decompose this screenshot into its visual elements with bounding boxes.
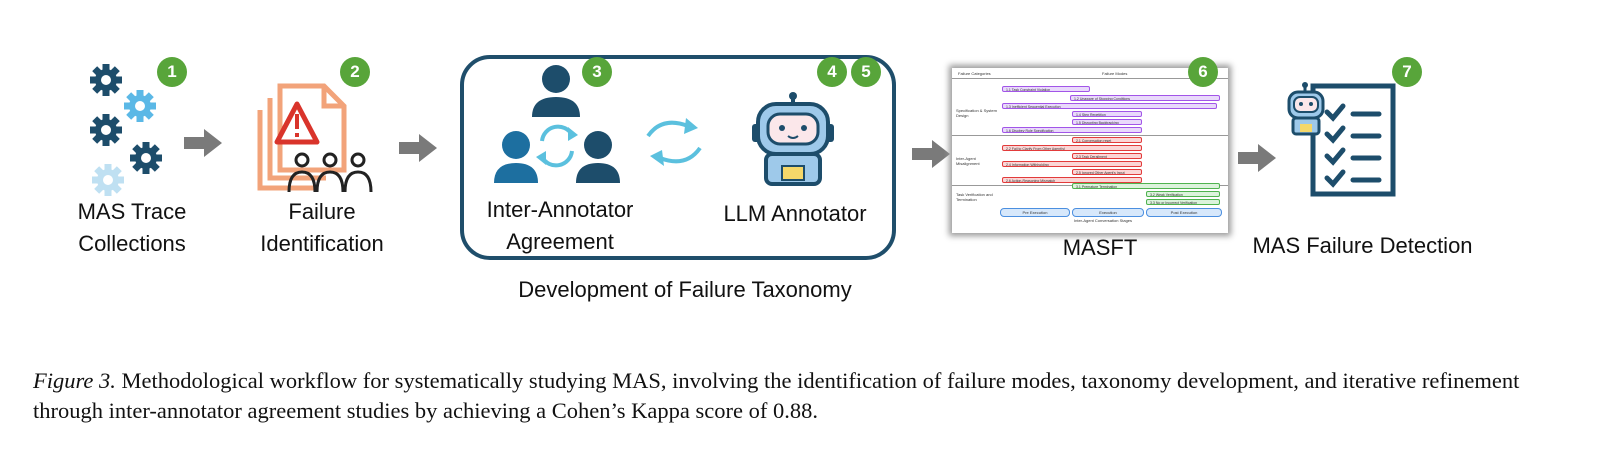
failure-documents-icon xyxy=(254,80,379,195)
stages-caption: Inter-Agent Conversation Stages xyxy=(1074,218,1133,223)
failure-mode-bar: 2.4 Information Withholding xyxy=(1002,161,1142,167)
robot-icon xyxy=(748,92,838,187)
stage-3-label: Inter-Annotator Agreement xyxy=(460,194,660,258)
checklist-robot-icon xyxy=(1285,82,1400,197)
taxonomy-header-right: Failure Modes xyxy=(1102,71,1128,76)
taxonomy-divider xyxy=(952,135,1228,136)
stage-2-label-line1: Failure xyxy=(288,199,356,224)
taxonomy-divider xyxy=(952,78,1228,79)
stage-2-label-line2: Identification xyxy=(260,231,384,256)
gears-icon xyxy=(74,58,184,198)
figure-caption: Figure 3. Methodological workflow for sy… xyxy=(33,366,1573,426)
failure-mode-bar: 3.1 Premature Termination xyxy=(1072,183,1220,189)
failure-mode-bar: 2.6 Action-Reasoning Mismatch xyxy=(1002,177,1142,183)
step-badge-5: 5 xyxy=(851,57,881,87)
annotators-group-icon xyxy=(494,63,624,188)
taxonomy-category: Task Verification and Termination xyxy=(956,192,993,202)
taxonomy-category: Specification & System Design xyxy=(956,108,997,118)
stage-3-label-line2: Agreement xyxy=(506,229,614,254)
stage-pill: Pre Execution xyxy=(1000,208,1070,217)
stage-1-label-line2: Collections xyxy=(78,231,186,256)
stage-7-label: MAS Failure Detection xyxy=(1252,233,1473,258)
failure-mode-bar: 2.1 Conversation reset xyxy=(1072,137,1142,143)
stage-pill: Execution xyxy=(1072,208,1144,217)
failure-mode-bar: 3.2 Weak Verification xyxy=(1146,191,1220,197)
arrow-right-icon xyxy=(912,140,950,168)
failure-mode-bar: 1.5 Disrupting Backtracking xyxy=(1072,119,1142,125)
failure-mode-bar: 2.3 Task Derailment xyxy=(1072,153,1142,159)
step-badge-6: 6 xyxy=(1188,57,1218,87)
step-badge-1: 1 xyxy=(157,57,187,87)
failure-mode-bar: 1.2 Unaware of Stopping Conditions xyxy=(1070,95,1220,101)
stage-3-label-line1: Inter-Annotator xyxy=(486,197,634,222)
stage-2-label: Failure Identification xyxy=(237,196,407,260)
step-badge-7: 7 xyxy=(1392,57,1422,87)
step-badge-2: 2 xyxy=(340,57,370,87)
failure-mode-bar: 1.3 Inefficient Sequential Execution xyxy=(1002,103,1217,109)
step-badge-4: 4 xyxy=(817,57,847,87)
step-badge-3: 3 xyxy=(582,57,612,87)
figure-caption-prefix: Figure 3. xyxy=(33,368,116,393)
stage-1-label: MAS Trace Collections xyxy=(52,196,212,260)
taxonomy-header-left: Failure Categories xyxy=(958,71,991,76)
failure-mode-bar: 3.3 No or Incorrect Verification xyxy=(1146,199,1220,205)
arrow-right-icon xyxy=(1238,144,1276,172)
arrow-right-icon xyxy=(399,134,437,162)
stage-6-label: MASFT xyxy=(1062,235,1138,260)
sync-arrows-icon xyxy=(642,112,706,172)
stage-4-label: LLM Annotator xyxy=(723,201,867,226)
failure-mode-bar: 1.1 Task Constraint Violation xyxy=(1002,86,1090,92)
stage-1-label-line1: MAS Trace xyxy=(77,199,187,224)
failure-mode-bar: 1.6 Disobey Role Specification xyxy=(1002,127,1142,133)
figure-caption-text: Methodological workflow for systematical… xyxy=(33,368,1520,423)
failure-mode-bar: 2.5 Ignored Other Agent's Input xyxy=(1072,169,1142,175)
group-label: Development of Failure Taxonomy xyxy=(518,277,852,302)
failure-mode-bar: 1.4 Step Repetition xyxy=(1072,111,1142,117)
failure-mode-bar: 2.2 Fail to Clarify From Other Agent(s) xyxy=(1002,145,1142,151)
arrow-right-icon xyxy=(184,129,222,157)
taxonomy-development-group xyxy=(460,55,896,260)
taxonomy-category: Inter-Agent Misalignment xyxy=(956,156,980,166)
stage-pill: Post Execution xyxy=(1146,208,1222,217)
taxonomy-thumbnail: Failure Categories Failure Modes Specifi… xyxy=(952,68,1228,233)
